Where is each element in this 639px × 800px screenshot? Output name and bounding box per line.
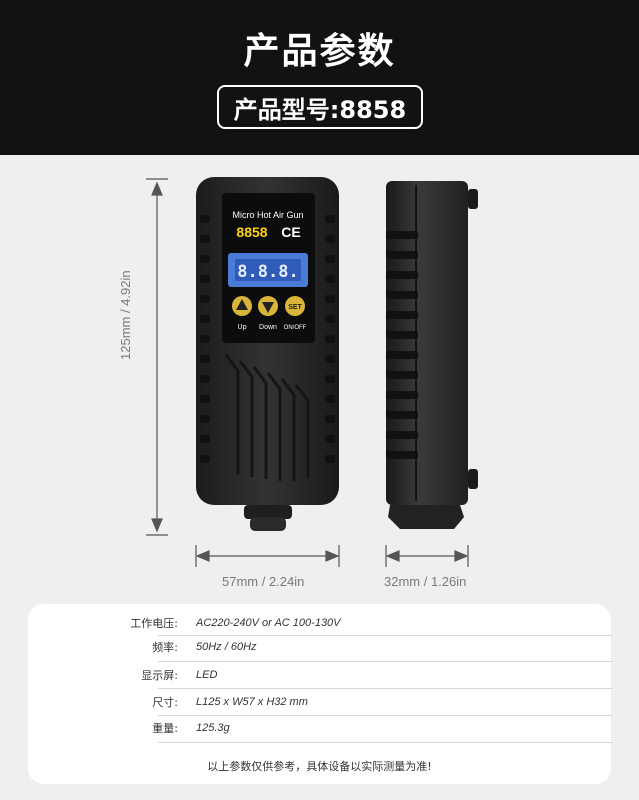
set-icon-text: SET: [288, 304, 302, 311]
up-triangle-icon: [236, 299, 248, 310]
height-dimension-line: [146, 178, 168, 536]
spec-row-display: 显示屏: LED: [28, 662, 611, 688]
divider: [158, 661, 613, 662]
divider: [158, 688, 613, 689]
spec-card: 工作电压: AC220-240V or AC 100-130V 频率: 50Hz…: [28, 604, 613, 784]
spec-label: 重量:: [152, 722, 178, 735]
spec-label: 尺寸:: [152, 696, 178, 709]
ce-mark: CE: [281, 224, 300, 240]
divider: [158, 715, 613, 716]
spec-label: 显示屏:: [141, 669, 178, 682]
spec-value: LED: [196, 669, 218, 681]
spec-value: 50Hz / 60Hz: [196, 641, 257, 653]
down-button[interactable]: [258, 296, 278, 316]
divider: [158, 742, 613, 743]
depth-dimension-line: [385, 545, 469, 567]
width-dimension-line: [195, 545, 340, 567]
product-illustration: Micro Hot Air Gun 8858 CE 8.8.8. SET Up …: [146, 177, 478, 567]
spec-label: 工作电压:: [130, 617, 178, 630]
spec-row-voltage: 工作电压: AC220-240V or AC 100-130V: [28, 610, 611, 636]
spec-label: 频率:: [152, 641, 178, 654]
set-button[interactable]: SET: [285, 296, 305, 316]
model-badge: 产品型号:8858: [217, 85, 423, 129]
height-label: 125mm / 4.92in: [118, 270, 133, 360]
model-text: 8858: [236, 224, 267, 240]
spec-row-weight: 重量: 125.3g: [28, 715, 611, 741]
divider: [158, 635, 613, 636]
spec-value: AC220-240V or AC 100-130V: [196, 617, 341, 629]
page-title: 产品参数: [243, 31, 396, 72]
header-banner: 产品参数 产品型号:8858: [0, 0, 639, 155]
depth-label: 32mm / 1.26in: [384, 574, 467, 589]
disclaimer-note: 以上参数仅供参考，具体设备以实际测量为准!: [207, 760, 432, 773]
brand-text: Micro Hot Air Gun: [232, 210, 303, 220]
up-label: Up: [238, 324, 247, 331]
display-digits: 8.8.8.: [237, 262, 298, 282]
spec-value: 125.3g: [196, 722, 230, 734]
width-label: 57mm / 2.24in: [222, 574, 305, 589]
spec-row-frequency: 频率: 50Hz / 60Hz: [28, 634, 611, 660]
spec-value: L125 x W57 x H32 mm: [196, 696, 308, 708]
down-triangle-icon: [262, 302, 274, 313]
onoff-label: ON/OFF: [284, 325, 307, 331]
spec-row-size: 尺寸: L125 x W57 x H32 mm: [28, 689, 611, 715]
device-side: [386, 181, 478, 529]
down-label: Down: [259, 324, 277, 331]
up-button[interactable]: [232, 296, 252, 316]
